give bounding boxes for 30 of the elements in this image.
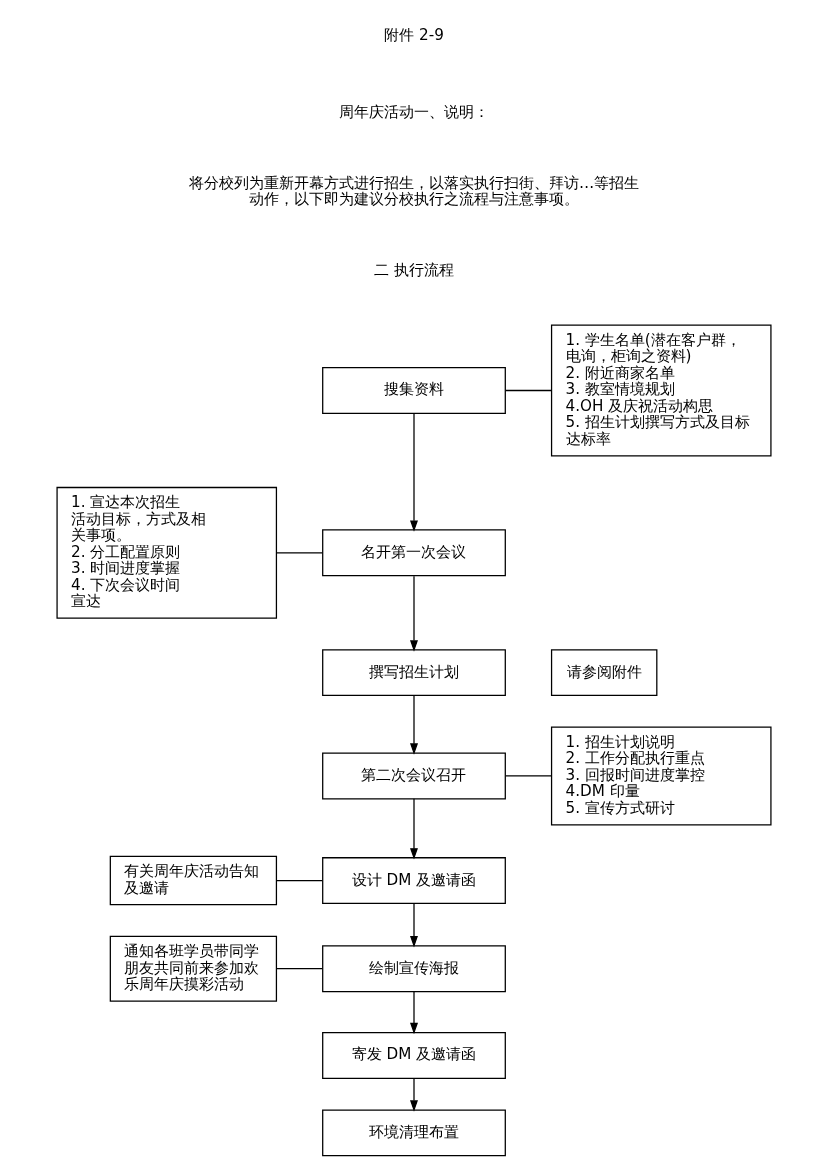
node-box: 第二次会议召开 xyxy=(321,752,506,800)
node-box: 名开第一次会议 xyxy=(321,529,506,577)
arrow xyxy=(409,575,418,652)
node-box: 请参阅附件 xyxy=(550,649,657,697)
node-box: 设计 DM 及邀请函 xyxy=(321,857,506,905)
node-box: 1. 招生计划说明 2. 工作分配执行重点 3. 回报时间进度掌控 4.DM 印量 5. 宣传方式研讨 xyxy=(550,726,772,826)
connector xyxy=(504,775,552,777)
node-box: 通知各班学员带同学朋友共同前来参加欢乐周年庆摸彩活动 xyxy=(109,935,277,1002)
arrow xyxy=(409,991,418,1035)
node-box: 撰写招生计划 xyxy=(321,649,506,697)
label: 二 执行流程 xyxy=(373,260,454,279)
label: 周年庆活动一、说明： xyxy=(338,103,489,122)
node-box: 1. 学生名单(潜在客户群，电询，柜询之资料) 2. 附近商家名单 3. 教室情境规划 4.OH 及庆祝活动构思 5. 招生计划撰写方式及目标达标率 xyxy=(550,324,772,457)
arrow xyxy=(409,902,418,948)
connector xyxy=(275,879,323,882)
arrow xyxy=(409,1077,418,1112)
node-box: 寄发 DM 及邀请函 xyxy=(321,1032,506,1079)
connector xyxy=(504,389,552,392)
arrow xyxy=(409,695,418,755)
node-box: 环境清理布置 xyxy=(321,1109,506,1157)
node-box: 绘制宣传海报 xyxy=(321,945,506,993)
node-box: 1. 宣达本次招生活动目标，方式及相关事项。 2. 分工配置原则 3. 时间进度掌握 4. 下次会议时间宣达 xyxy=(55,486,277,619)
arrow xyxy=(409,798,418,860)
label: 附件 2-9 xyxy=(383,26,444,45)
connector xyxy=(275,552,323,554)
connector xyxy=(275,968,323,970)
node-box: 有关周年庆活动告知及邀请 xyxy=(109,855,277,906)
arrow xyxy=(409,413,418,532)
node-box: 搜集资料 xyxy=(321,367,506,414)
label: 将分校列为重新开幕方式进行招生，以落实执行扫街、拜访…等招生动作，以下即为建议分校执行之流程与注意事项。 xyxy=(188,173,639,209)
